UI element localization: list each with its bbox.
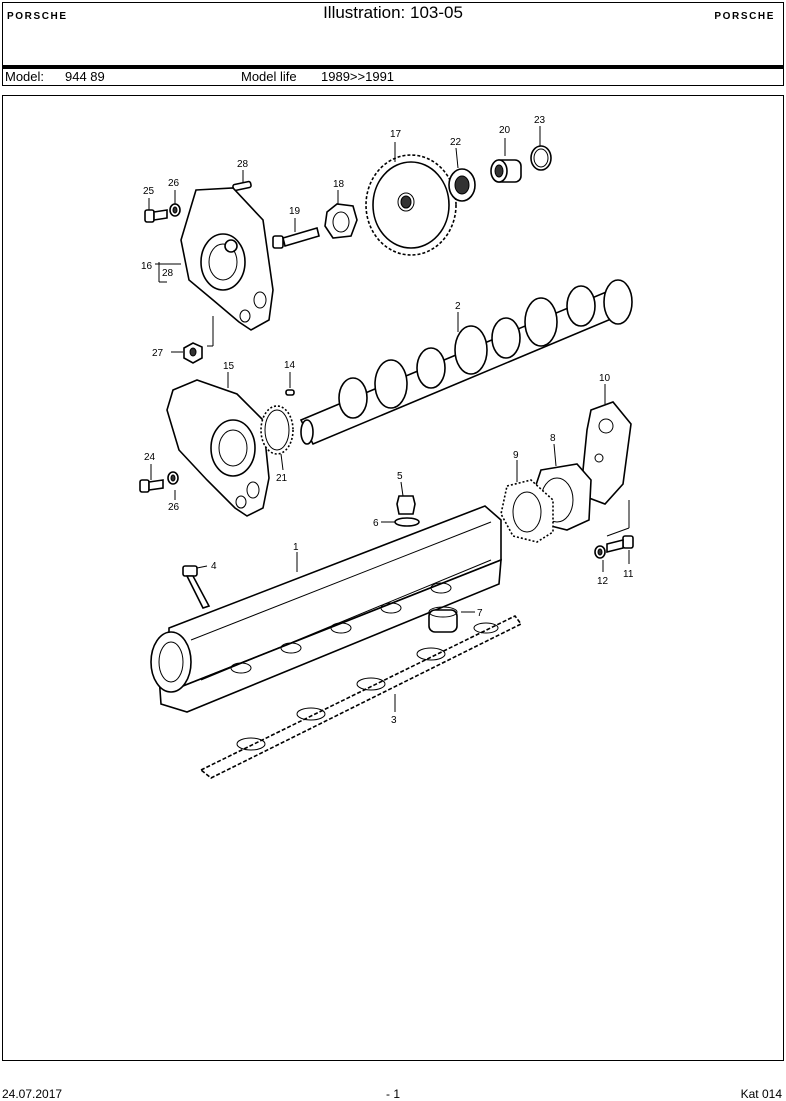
callout-10: 10 <box>599 373 611 384</box>
callout-22: 22 <box>450 137 462 148</box>
callout-14: 14 <box>284 360 296 371</box>
part-21-gasket-ring <box>260 405 294 455</box>
callout-15: 15 <box>223 361 235 372</box>
model-life-value: 1989>>1991 <box>321 69 395 84</box>
model-row: Model: 944 89 Model life 1989>>1991 <box>2 68 784 86</box>
callout-28-top: 28 <box>237 159 249 170</box>
porsche-logo-right: PORSCHE <box>714 11 775 22</box>
part-15-rear-cover <box>166 379 270 517</box>
model-label: Model: <box>5 69 45 84</box>
callout-21: 21 <box>276 473 288 484</box>
callout-9: 9 <box>513 450 519 461</box>
callout-19: 19 <box>289 206 301 217</box>
callout-26-bottom: 26 <box>168 502 180 513</box>
part-12-washer <box>594 545 606 559</box>
part-5-plug <box>396 495 416 515</box>
callout-7: 7 <box>477 608 483 619</box>
part-14-pin <box>285 389 295 396</box>
model-life-label: Model life <box>241 69 297 84</box>
part-20-bushing <box>490 159 522 183</box>
part-11-bolt <box>606 535 634 554</box>
header-box: PORSCHE Illustration: 103-05 PORSCHE <box>2 2 784 66</box>
part-3-head-gasket <box>199 614 523 779</box>
part-16-timing-cover <box>180 187 274 331</box>
footer-date: 24.07.2017 <box>2 1087 63 1101</box>
part-24-bolt <box>139 479 164 493</box>
part-18-nut <box>324 203 358 239</box>
callout-1: 1 <box>293 542 299 553</box>
callout-26-top: 26 <box>168 178 180 189</box>
callout-25: 25 <box>143 186 155 197</box>
part-4-bolt <box>182 565 211 609</box>
callout-16: 16 <box>141 261 153 272</box>
callout-23: 23 <box>534 115 546 126</box>
part-23-o-ring <box>530 145 552 171</box>
part-7-tappet <box>428 606 458 633</box>
callout-28-bracket: 28 <box>162 268 174 279</box>
part-17-sprocket <box>365 154 457 256</box>
callout-3: 3 <box>391 715 397 726</box>
callout-8: 8 <box>550 433 556 444</box>
part-2-camshaft <box>299 279 633 446</box>
part-26-washer-top <box>169 203 181 217</box>
callout-17: 17 <box>390 129 402 140</box>
part-19-bolt <box>272 226 320 249</box>
porsche-logo-left: PORSCHE <box>7 11 68 22</box>
footer-page: - 1 <box>386 1087 401 1101</box>
callout-24: 24 <box>144 452 156 463</box>
part-27-nut <box>183 342 203 364</box>
part-28-pin <box>232 180 252 192</box>
callout-6: 6 <box>373 518 379 529</box>
part-1-cylinder-head <box>150 505 502 713</box>
callout-12: 12 <box>597 576 609 587</box>
callout-11: 11 <box>623 569 634 580</box>
illustration-frame: 17 22 20 23 28 26 25 18 19 16 28 27 2 14… <box>2 95 784 1061</box>
page-title: Illustration: 103-05 <box>323 3 463 22</box>
model-value: 944 89 <box>65 69 105 84</box>
part-25-bolt <box>144 209 168 223</box>
callout-20: 20 <box>499 125 511 136</box>
callout-4: 4 <box>211 561 217 572</box>
callout-27: 27 <box>152 348 164 359</box>
header-rule <box>2 66 784 69</box>
callout-18: 18 <box>333 179 345 190</box>
callout-2: 2 <box>455 301 461 312</box>
callout-labels: 17 22 20 23 28 26 25 18 19 16 28 27 2 14… <box>141 115 634 726</box>
part-26-washer-bottom <box>167 471 179 485</box>
exploded-view-diagram: 17 22 20 23 28 26 25 18 19 16 28 27 2 14… <box>139 115 634 779</box>
part-22-seal <box>448 168 476 202</box>
part-10-bracket <box>582 401 632 505</box>
footer-catalog: Kat 014 <box>740 1087 782 1101</box>
part-6-seal <box>394 517 420 527</box>
callout-5: 5 <box>397 471 403 482</box>
leader-lines <box>148 126 630 712</box>
part-9-gasket <box>500 479 554 543</box>
